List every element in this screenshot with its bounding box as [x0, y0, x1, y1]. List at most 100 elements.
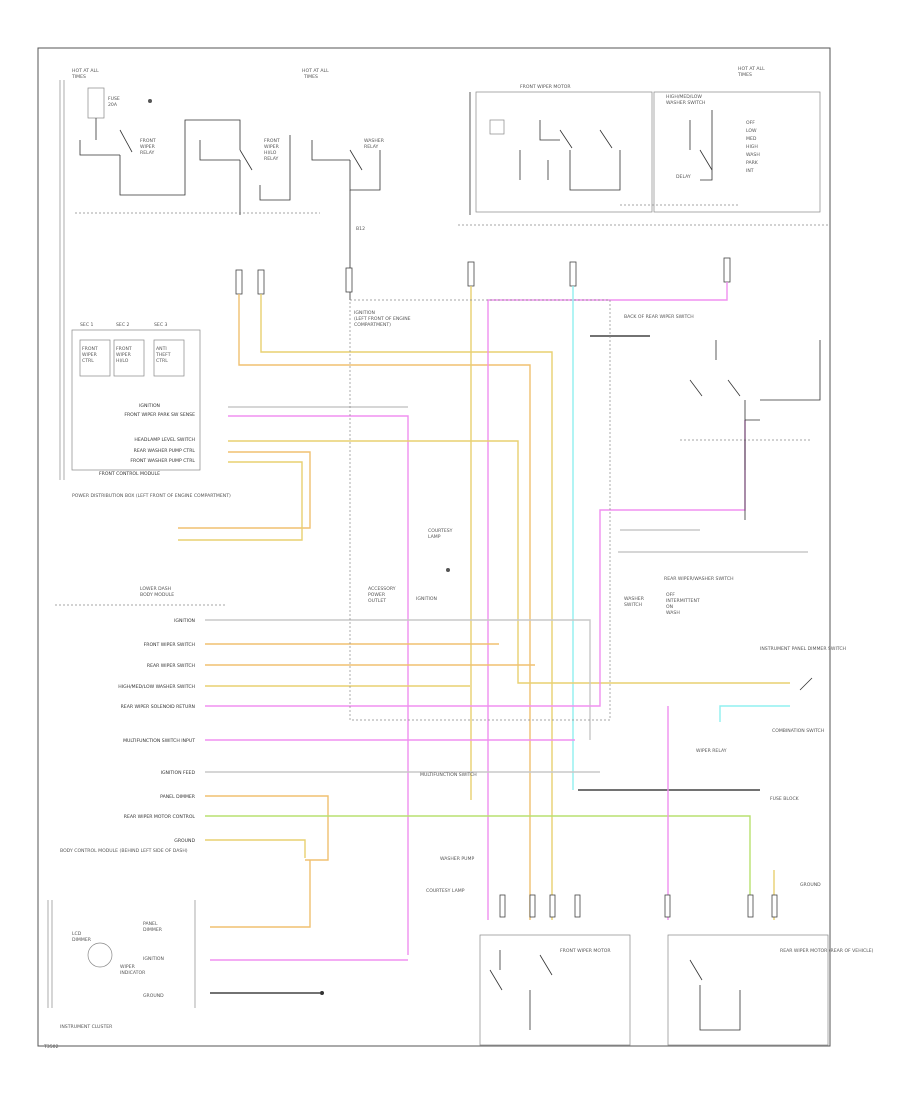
svg-text:(LEFT FRONT OF ENGINE: (LEFT FRONT OF ENGINE — [354, 316, 411, 322]
top-connectors — [235, 257, 731, 295]
caption-instrument-panel: INSTRUMENT PANEL DIMMER SWITCH — [760, 646, 846, 652]
svg-text:BODY MODULE: BODY MODULE — [140, 592, 174, 598]
svg-text:OUTLET: OUTLET — [368, 598, 386, 604]
svg-text:WASHER: WASHER — [364, 138, 385, 144]
right-switch-block: BACK OF REAR WIPER SWITCH REAR WIPER/WAS… — [624, 314, 846, 888]
svg-text:RELAY: RELAY — [264, 156, 279, 162]
svg-text:IGNITION: IGNITION — [416, 596, 437, 602]
module-input-0: IGNITION — [174, 618, 195, 624]
svg-text:CTRL: CTRL — [82, 358, 94, 364]
module-input-8: REAR WIPER MOTOR CONTROL — [124, 814, 196, 820]
lm-label-3: REAR WASHER PUMP CTRL — [134, 448, 196, 454]
svg-text:IGNITION: IGNITION — [143, 956, 164, 962]
svg-text:RELAY: RELAY — [364, 144, 379, 150]
svg-text:HOT AT ALL: HOT AT ALL — [738, 66, 765, 72]
top-left-power-block: HOT AT ALL TIMES HOT AT ALL TIMES FUSE 2… — [59, 68, 385, 480]
footer-code: T3502 — [43, 1044, 59, 1050]
svg-text:LOWER DASH: LOWER DASH — [140, 586, 171, 592]
svg-text:ON: ON — [666, 604, 673, 610]
svg-text:CTRL: CTRL — [156, 358, 168, 364]
svg-text:WIPER: WIPER — [120, 964, 136, 970]
svg-text:MED: MED — [746, 136, 757, 142]
body-control-module: LOWER DASH BODY MODULE IGNITION FRONT WI… — [55, 586, 225, 854]
svg-text:20A: 20A — [108, 102, 118, 108]
svg-text:INTERMITTENT: INTERMITTENT — [666, 598, 700, 604]
caption-rear-wiper-washer-switch: REAR WIPER/WASHER SWITCH — [664, 576, 734, 582]
svg-text:HI/LO: HI/LO — [264, 150, 277, 156]
svg-text:SEC 1: SEC 1 — [80, 322, 93, 328]
svg-text:HIGH: HIGH — [746, 144, 758, 150]
caption-fuse-block: FUSE BLOCK — [770, 796, 800, 802]
svg-text:SEC 2: SEC 2 — [116, 322, 129, 328]
lm-label-0: IGNITION — [139, 403, 160, 409]
svg-text:WIPER: WIPER — [116, 352, 132, 358]
svg-text:POWER: POWER — [368, 592, 386, 598]
module-input-2: REAR WIPER SWITCH — [147, 663, 195, 669]
svg-text:FRONT: FRONT — [116, 346, 132, 352]
svg-text:RELAY: RELAY — [140, 150, 155, 156]
module-input-4: REAR WIPER SOLENOID RETURN — [121, 704, 195, 710]
svg-text:SEC 3: SEC 3 — [154, 322, 167, 328]
svg-text:SWITCH: SWITCH — [624, 602, 642, 608]
svg-text:FUSE: FUSE — [108, 96, 120, 102]
svg-text:ACCESSORY: ACCESSORY — [368, 586, 396, 592]
module-input-1: FRONT WIPER SWITCH — [144, 642, 195, 648]
svg-text:HI/LO: HI/LO — [116, 358, 129, 364]
module-input-3: HIGH/MED/LOW WASHER SWITCH — [118, 684, 195, 690]
svg-text:COURTESY: COURTESY — [428, 528, 453, 534]
svg-text:TIMES: TIMES — [737, 72, 752, 78]
svg-text:IGNITION: IGNITION — [354, 310, 375, 316]
lm-label-5: FRONT CONTROL MODULE — [99, 471, 160, 477]
left-module-inputs: IGNITION FRONT WIPER PARK SW SENSE HEADL… — [72, 403, 231, 499]
svg-text:PARK: PARK — [746, 160, 759, 166]
caption-rear-wiper-motor: REAR WIPER MOTOR (REAR OF VEHICLE) — [780, 948, 874, 954]
caption-instrument-cluster: INSTRUMENT CLUSTER — [60, 1024, 113, 1030]
center-relay: IGNITION (LEFT FRONT OF ENGINE COMPARTME… — [349, 299, 611, 721]
svg-text:PANEL: PANEL — [143, 921, 158, 927]
svg-text:HOT AT ALL: HOT AT ALL — [302, 68, 329, 74]
wires — [178, 282, 808, 994]
svg-text:WASHER: WASHER — [624, 596, 645, 602]
svg-text:HOT AT ALL: HOT AT ALL — [72, 68, 99, 74]
svg-text:WIPER: WIPER — [140, 144, 156, 150]
svg-text:B12: B12 — [356, 226, 365, 232]
svg-text:COMPARTMENT): COMPARTMENT) — [354, 322, 391, 328]
lm-label-4: FRONT WASHER PUMP CTRL — [130, 458, 195, 464]
svg-text:WASH: WASH — [746, 152, 760, 158]
misc-captions: WASHER PUMP MULTIFUNCTION SWITCH COURTES… — [43, 772, 477, 1050]
svg-text:HIGH/MED/LOW: HIGH/MED/LOW — [666, 94, 702, 100]
caption-wiper-relay: WIPER RELAY — [696, 748, 727, 754]
svg-text:WASHER SWITCH: WASHER SWITCH — [666, 100, 705, 106]
caption-front-wiper-motor: FRONT WIPER MOTOR — [560, 948, 611, 954]
caption-courtesy: COURTESY LAMP — [426, 888, 465, 894]
svg-text:DIMMER: DIMMER — [143, 927, 163, 933]
svg-text:DELAY: DELAY — [676, 174, 691, 180]
svg-text:THEFT: THEFT — [155, 352, 171, 358]
svg-text:WASH: WASH — [666, 610, 680, 616]
svg-text:ANTI: ANTI — [156, 346, 167, 352]
caption-power-distribution: POWER DISTRIBUTION BOX (LEFT FRONT OF EN… — [72, 493, 231, 499]
svg-text:WIPER: WIPER — [264, 144, 280, 150]
svg-text:DIMMER: DIMMER — [72, 937, 92, 943]
svg-text:LAMP: LAMP — [428, 534, 441, 540]
svg-text:OFF: OFF — [746, 120, 755, 126]
lm-label-2: HEADLAMP LEVEL SWITCH — [134, 437, 195, 443]
caption-washer-pump: WASHER PUMP — [440, 856, 474, 862]
svg-text:TIMES: TIMES — [71, 74, 86, 80]
bottom-motor-boxes: FRONT WIPER MOTOR REAR WIPER MOTOR (REAR… — [479, 894, 874, 1046]
svg-text:FRONT: FRONT — [82, 346, 98, 352]
svg-text:GROUND: GROUND — [143, 993, 164, 999]
caption-ground: GROUND — [800, 882, 821, 888]
svg-text:BACK OF REAR WIPER SWITCH: BACK OF REAR WIPER SWITCH — [624, 314, 694, 320]
caption-body-control-module: BODY CONTROL MODULE (BEHIND LEFT SIDE OF… — [60, 848, 188, 854]
caption-combination-switch: COMBINATION SWITCH — [772, 728, 824, 734]
front-control-module: SEC 1 SEC 2 SEC 3 FRONT WIPER CTRL FRONT… — [71, 322, 201, 471]
svg-text:TIMES: TIMES — [303, 74, 318, 80]
svg-text:WIPER: WIPER — [82, 352, 98, 358]
svg-text:FRONT: FRONT — [264, 138, 280, 144]
module-input-5: MULTIFUNCTION SWITCH INPUT — [123, 738, 195, 744]
top-right-relay-block: HOT AT ALL TIMES FRONT WIPER MOTOR HIGH/… — [458, 66, 830, 226]
svg-text:INT: INT — [746, 168, 754, 174]
diagram-frame — [37, 47, 831, 1047]
